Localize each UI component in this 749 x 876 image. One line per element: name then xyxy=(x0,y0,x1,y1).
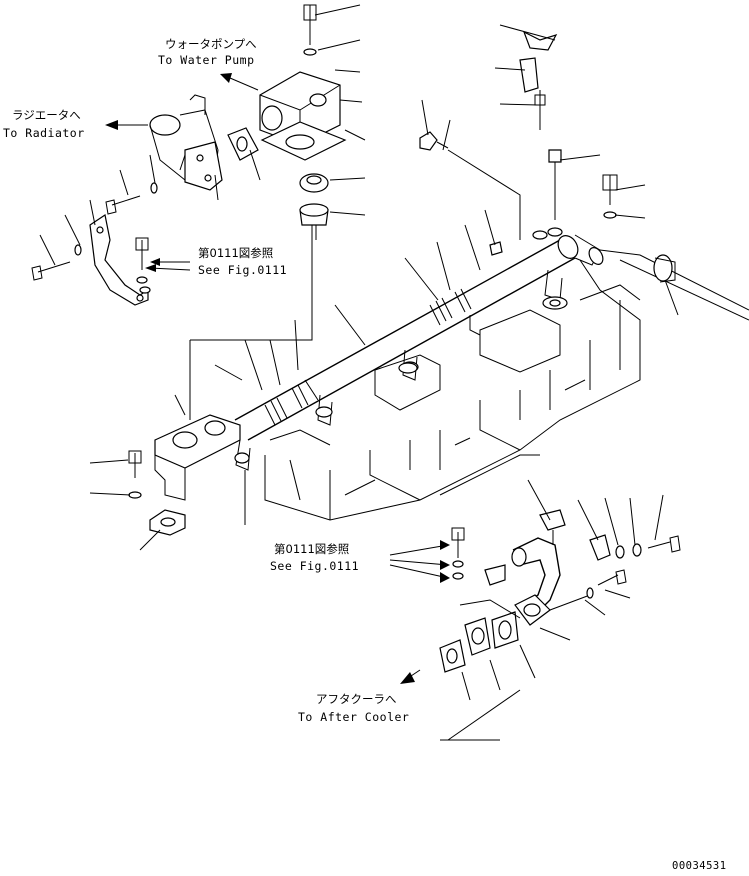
after-cooler-pipe xyxy=(439,509,681,673)
radiator-label-en: To Radiator xyxy=(3,126,85,140)
drawing-number: 00034531 xyxy=(672,860,727,872)
radiator-label-jp: ラジエータへ xyxy=(12,108,81,122)
support-bracket xyxy=(89,214,149,306)
water-pump-label-jp: ウォータポンプへ xyxy=(165,37,257,51)
callout-after-cooler: アフタクーラへ To After Cooler xyxy=(298,692,409,724)
callout-fig-ref-lower: 第0111図参照 See Fig.0111 xyxy=(270,542,359,573)
bolts-left xyxy=(31,182,158,499)
fig-ref-bolts-upper xyxy=(135,237,151,294)
callout-radiator: ラジエータへ To Radiator xyxy=(3,108,85,140)
fig-ref-lower-en: See Fig.0111 xyxy=(270,559,359,573)
callout-water-pump: ウォータポンプへ To Water Pump xyxy=(158,37,257,67)
small-parts-upper xyxy=(299,4,676,283)
thermostat-housing xyxy=(149,414,241,536)
radiator-elbow xyxy=(149,94,223,191)
after-cooler-label-jp: アフタクーラへ xyxy=(316,692,397,706)
fig-ref-upper-jp: 第0111図参照 xyxy=(198,246,273,260)
flow-arrows xyxy=(105,73,450,684)
water-pump-label-en: To Water Pump xyxy=(158,53,255,67)
engine-block xyxy=(264,249,749,521)
water-pump-connector xyxy=(227,71,347,161)
callout-fig-ref-upper: 第0111図参照 See Fig.0111 xyxy=(198,246,287,277)
after-cooler-label-en: To After Cooler xyxy=(298,710,409,724)
water-manifold-pipe xyxy=(234,234,604,471)
fig-ref-upper-en: See Fig.0111 xyxy=(198,263,287,277)
leader-lines xyxy=(39,4,679,741)
fig-ref-lower-jp: 第0111図参照 xyxy=(274,542,349,556)
